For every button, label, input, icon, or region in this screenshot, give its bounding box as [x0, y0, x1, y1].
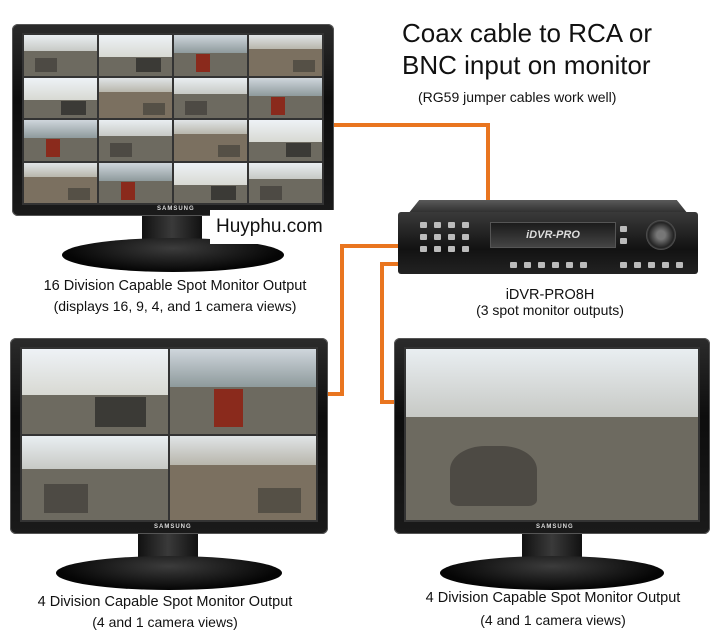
monitor-2-screen: [20, 347, 318, 522]
monitor-3-subcaption: (4 and 1 camera views): [480, 612, 626, 628]
dvr-name: iDVR-PRO8H: [505, 287, 595, 303]
monitor-1-subcaption: (displays 16, 9, 4, and 1 camera views): [53, 298, 297, 314]
monitor-2-caption: 4 Division Capable Spot Monitor Output: [37, 594, 293, 610]
cable-right-horizontal: [380, 262, 410, 266]
monitor-16-screen: [22, 33, 324, 205]
monitor-brand-logo: SAMSUNG: [154, 524, 192, 530]
cable-left-vertical: [340, 244, 344, 394]
monitor-4-division-left: SAMSUNG: [10, 338, 328, 590]
monitor-3-screen: [404, 347, 700, 522]
cable-top-vertical: [486, 123, 490, 208]
cable-right-vertical: [380, 262, 384, 402]
monitor-16-division: SAMSUNG: [12, 24, 334, 274]
cable-left-end: [328, 392, 344, 396]
cable-left-horizontal: [340, 244, 400, 248]
monitor-1-caption: 16 Division Capable Spot Monitor Output: [43, 278, 307, 294]
dvr-outputs: (3 spot monitor outputs): [476, 302, 624, 318]
watermark: Huyphu.com: [210, 210, 410, 244]
dvr-unit: iDVR-PRO: [398, 200, 698, 280]
monitor-brand-logo: SAMSUNG: [536, 524, 574, 530]
monitor-4-division-right: SAMSUNG: [394, 338, 710, 590]
cable-note: (RG59 jumper cables work well): [418, 89, 617, 105]
monitor-brand-logo: SAMSUNG: [157, 206, 195, 212]
monitor-2-subcaption: (4 and 1 camera views): [92, 614, 238, 630]
dvr-jog-dial: [646, 220, 676, 250]
heading-line-1: Coax cable to RCA or: [402, 18, 653, 48]
heading-line-2: BNC input on monitor: [402, 50, 651, 80]
cable-right-end: [380, 400, 402, 404]
dvr-display: iDVR-PRO: [490, 222, 616, 248]
monitor-3-caption: 4 Division Capable Spot Monitor Output: [425, 590, 681, 606]
cable-top-horizontal: [334, 123, 488, 127]
